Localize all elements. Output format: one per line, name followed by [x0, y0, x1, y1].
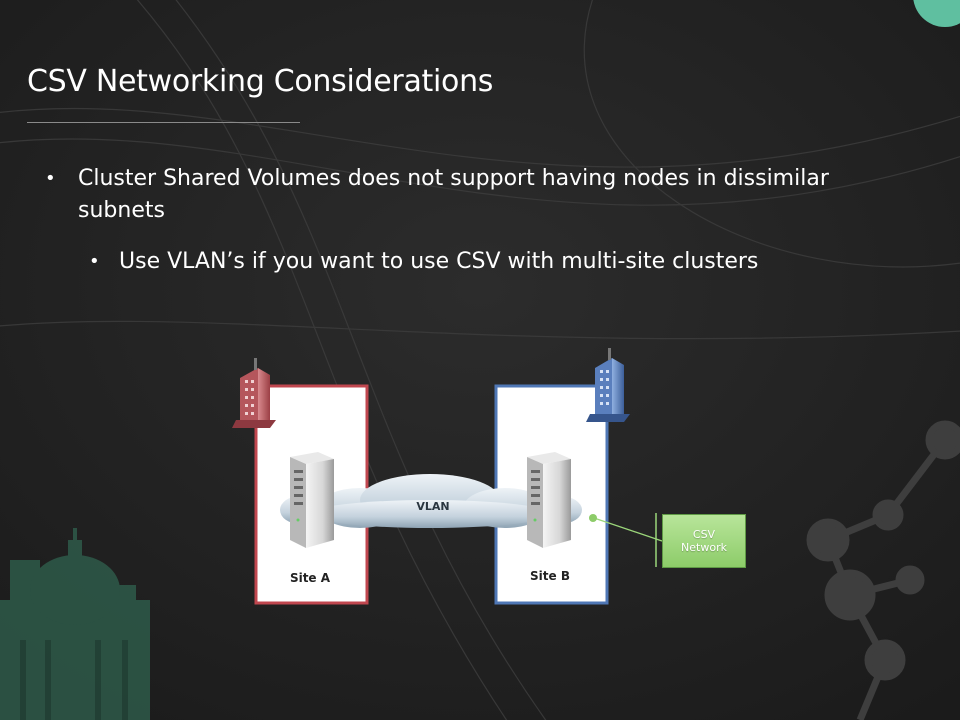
city-silhouette [0, 528, 150, 720]
site-a-server-icon [290, 452, 334, 548]
csv-network-box: CSV Network [662, 514, 746, 568]
site-a-label: Site A [289, 571, 331, 585]
bullet-dot-icon: • [89, 251, 100, 272]
site-a-building-icon [232, 358, 276, 428]
csv-network-label: CSV Network [681, 528, 727, 554]
slide-title: CSV Networking Considerations [27, 64, 494, 99]
bullet-point-1: • Cluster Shared Volumes does not suppor… [45, 163, 858, 227]
bullet-point-2: • Use VLAN’s if you want to use CSV with… [89, 246, 899, 278]
title-underline [27, 122, 300, 123]
bullet-point-1-text: Cluster Shared Volumes does not support … [78, 166, 829, 223]
csv-network-connector [593, 517, 663, 542]
csv-network-endpoint [589, 514, 597, 522]
vlan-label: VLAN [416, 500, 450, 513]
site-b-server-icon [527, 452, 571, 548]
bullet-dot-icon: • [45, 168, 56, 189]
bullet-point-2-text: Use VLAN’s if you want to use CSV with m… [119, 249, 759, 274]
site-b-building-icon [586, 348, 630, 422]
site-b-label: Site B [530, 569, 570, 583]
accent-circle [913, 0, 960, 27]
molecule-decoration [806, 420, 960, 720]
